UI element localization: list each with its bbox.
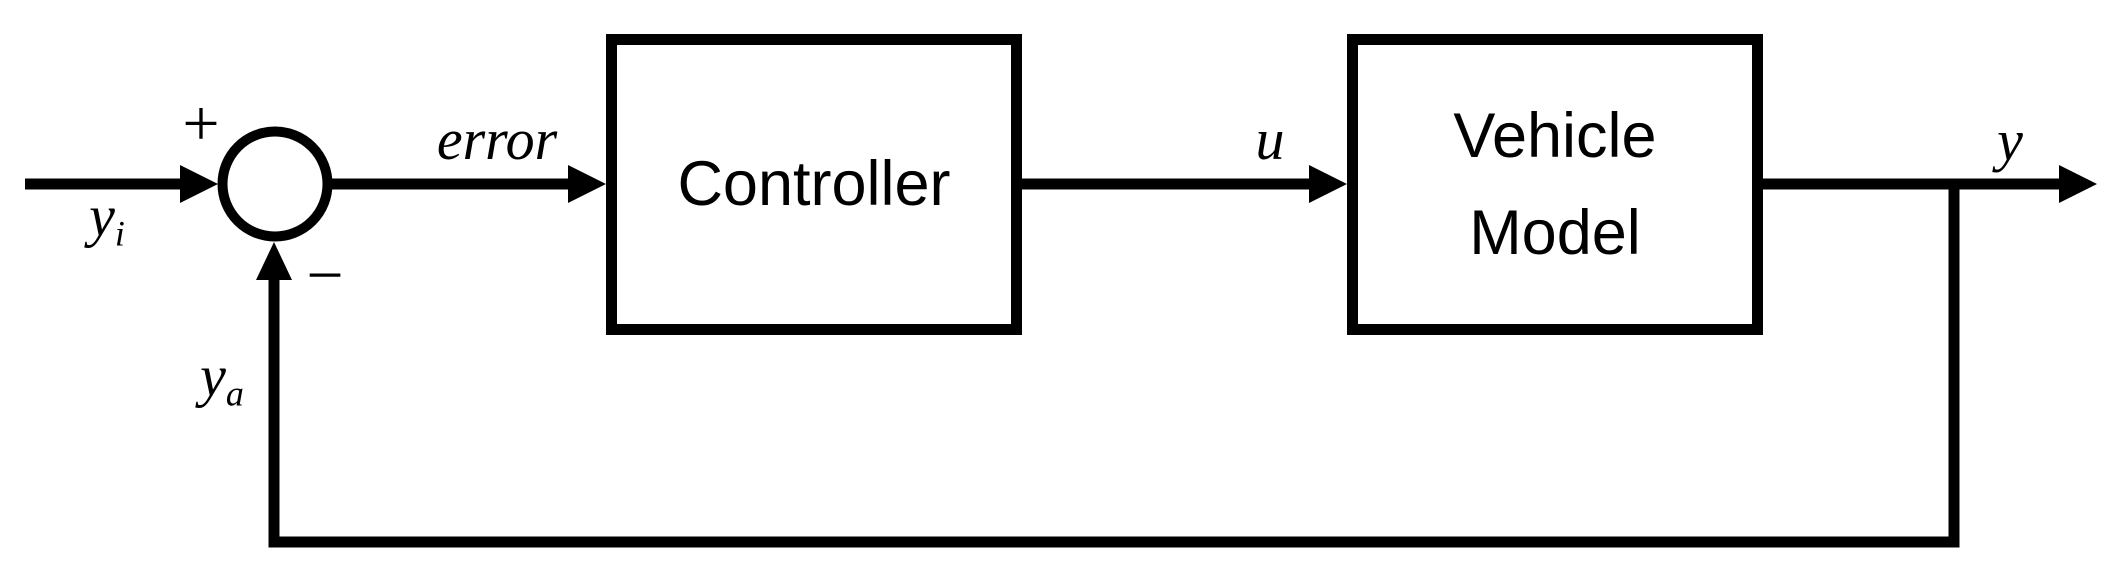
summing-junction-icon: [217, 126, 333, 242]
control-arrowhead-icon: [1309, 165, 1347, 203]
error-arrowhead-icon: [568, 165, 606, 203]
error-signal-label: error: [436, 107, 558, 172]
feedback-signal-subscript: a: [225, 373, 244, 414]
control-signal-label: u: [1255, 107, 1285, 172]
input-signal-label: yi: [89, 187, 125, 252]
output-signal-label: y: [1997, 108, 2023, 173]
feedback-signal-base: y: [200, 343, 226, 409]
output-arrowhead-icon: [2059, 165, 2097, 203]
minus-sign: −: [306, 239, 344, 312]
controller-block: Controller: [606, 34, 1022, 335]
input-arrowhead-icon: [180, 165, 218, 203]
input-signal-subscript: i: [114, 213, 125, 254]
input-signal-base: y: [89, 183, 115, 249]
vehicle-model-label: Vehicle Model: [1453, 100, 1657, 268]
plus-sign: +: [182, 87, 220, 160]
controller-label: Controller: [677, 149, 951, 219]
feedback-arrowhead-icon: [256, 242, 292, 280]
feedback-signal-label: ya: [200, 347, 244, 412]
feedback-line: [268, 180, 1960, 548]
vehicle-model-block: Vehicle Model: [1347, 34, 1763, 335]
